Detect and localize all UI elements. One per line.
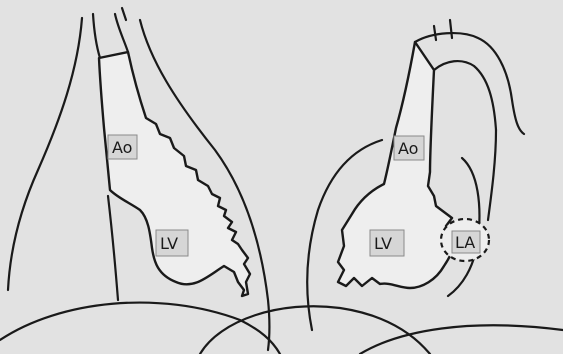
- diaphragm: [0, 303, 563, 354]
- right-panel-aorta-label: Ao: [394, 136, 424, 160]
- left-panel-vessel-stub: [122, 8, 126, 20]
- panel-left: Ao LV: [8, 8, 270, 350]
- right-panel-descending-aorta: [488, 130, 496, 220]
- left-panel-aorta-label: Ao: [108, 135, 137, 159]
- right-panel-aorta-text: Ao: [398, 139, 418, 158]
- left-panel-lv-inner-curve: [108, 196, 118, 300]
- left-panel-lv-label: LV: [156, 230, 188, 256]
- left-panel-vessel-left: [93, 14, 100, 58]
- left-panel-lv-text: LV: [160, 234, 178, 253]
- right-panel-lv-text: LV: [374, 234, 392, 253]
- right-panel-vessel-stub-1: [450, 20, 452, 38]
- right-panel-vessel-stub-2: [434, 26, 436, 40]
- diaphragm-left-curve: [0, 303, 280, 354]
- panel-right: Ao LV LA: [307, 20, 524, 330]
- left-panel-aorta-lv-silhouette: [99, 52, 250, 296]
- right-panel-aortic-arch-inner: [434, 61, 496, 130]
- left-panel-heart-contour-left: [8, 18, 82, 290]
- diaphragm-middle-curve: [200, 306, 430, 354]
- right-panel-la-text: LA: [455, 233, 475, 252]
- right-panel-lv-label: LV: [370, 230, 404, 256]
- left-panel-aorta-text: Ao: [112, 138, 132, 157]
- right-panel-la-label: LA: [452, 231, 480, 253]
- diaphragm-right-curve: [360, 325, 563, 354]
